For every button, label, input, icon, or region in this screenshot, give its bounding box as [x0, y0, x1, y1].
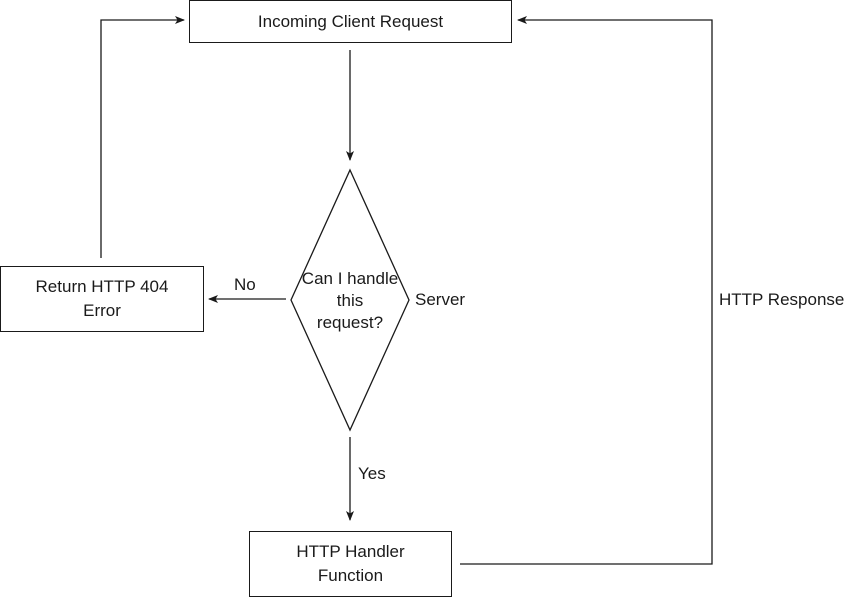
return-404-label-line2: Error: [83, 301, 121, 320]
return-404-label-line1: Return HTTP 404: [35, 277, 169, 296]
http-handler-label-line2: Function: [317, 566, 384, 585]
server-label: Server: [415, 290, 466, 309]
arrow-handler-to-request: [460, 16, 713, 565]
http-handler-label-line1: HTTP Handler: [296, 542, 405, 561]
decision-text-line3: request?: [316, 313, 384, 332]
no-edge-label: No: [234, 275, 256, 294]
incoming-request-box: Incoming Client Request: [189, 0, 512, 43]
decision-text: Can I handle this request?: [295, 268, 405, 334]
http-response-label: HTTP Response: [719, 290, 845, 309]
incoming-request-label: Incoming Client Request: [257, 11, 444, 31]
http-handler-box: HTTP Handler Function: [249, 531, 452, 597]
decision-text-line1: Can I handle: [301, 269, 399, 288]
yes-edge-label: Yes: [358, 464, 386, 483]
return-404-box: Return HTTP 404 Error: [0, 266, 204, 332]
decision-text-line2: this: [336, 291, 364, 310]
decision-diamond: [290, 168, 410, 432]
arrow-404-to-request: [100, 16, 185, 258]
